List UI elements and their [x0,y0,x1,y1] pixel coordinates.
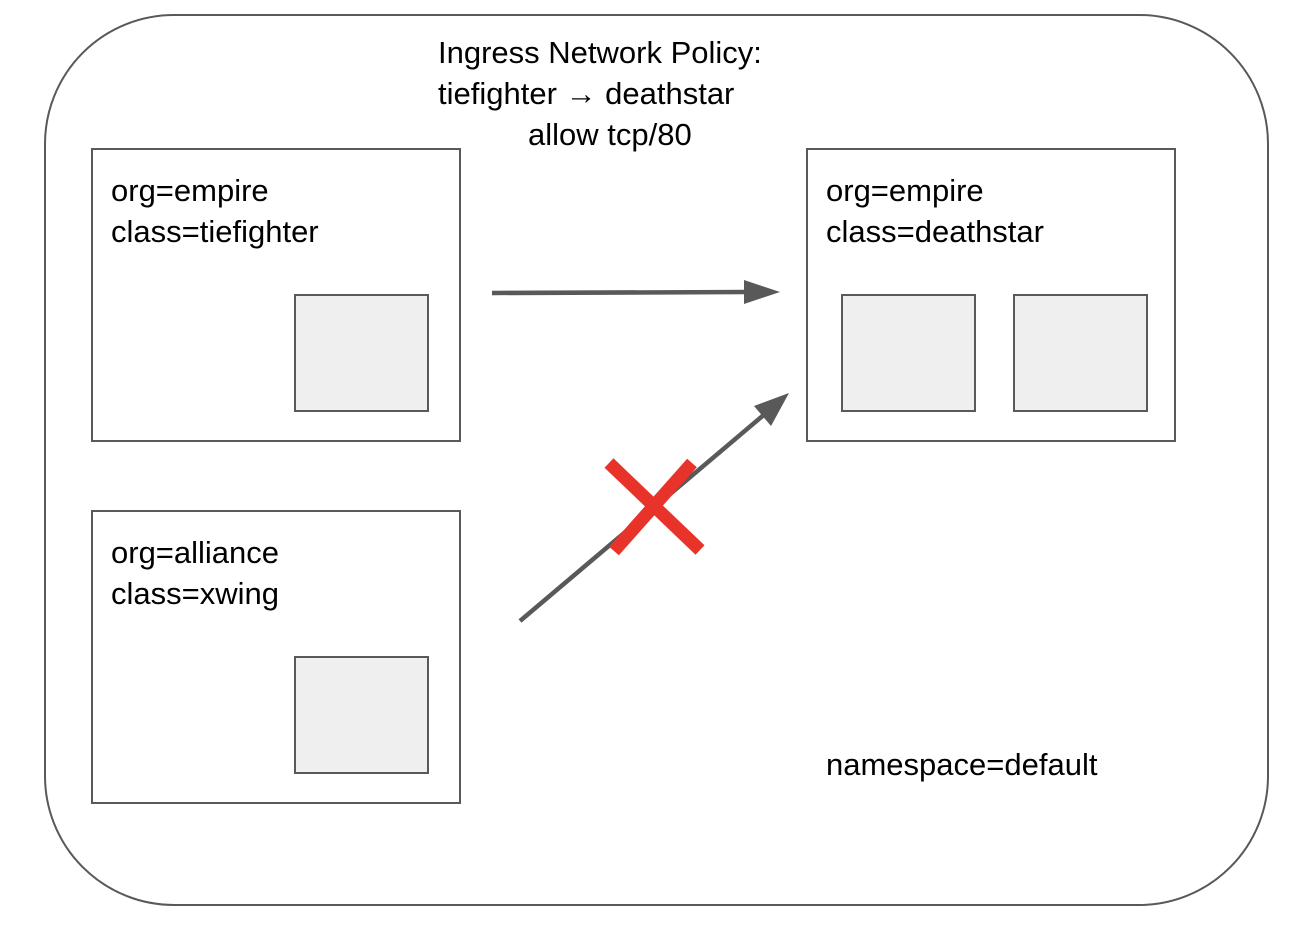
group-tiefighter-labels: org=empire class=tiefighter [111,170,319,252]
pod-tiefighter [294,294,429,412]
label-class: class=tiefighter [111,214,319,249]
label-org: org=alliance [111,535,280,570]
pod-deathstar-1 [841,294,976,412]
group-deathstar-labels: org=empire class=deathstar [826,170,1044,252]
pod-deathstar-2 [1013,294,1148,412]
label-class: class=deathstar [826,214,1044,249]
pod-xwing [294,656,429,774]
policy-port: allow tcp/80 [528,117,692,152]
label-org: org=empire [111,173,269,208]
group-deathstar: org=empire class=deathstar [806,148,1176,442]
group-tiefighter: org=empire class=tiefighter [91,148,461,442]
policy-title: Ingress Network Policy: [438,35,762,70]
namespace-boundary [44,14,1269,906]
group-xwing-labels: org=alliance class=xwing [111,532,279,614]
label-class: class=xwing [111,576,279,611]
policy-rule: tiefighter → deathstar [438,76,735,111]
namespace-label: namespace=default [826,747,1098,782]
label-org: org=empire [826,173,984,208]
group-xwing: org=alliance class=xwing [91,510,461,804]
